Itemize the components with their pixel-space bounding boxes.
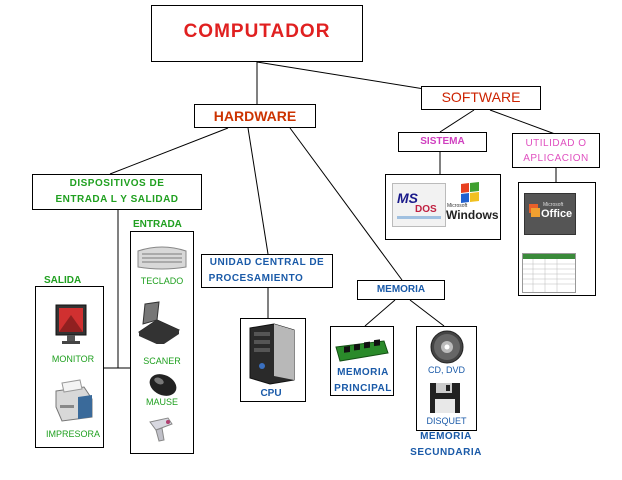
entrada-item-teclado: TECLADO <box>140 276 184 286</box>
ucp-box <box>201 254 333 288</box>
salida-heading: SALIDA <box>44 275 82 286</box>
floppy-disk-icon <box>428 381 462 420</box>
ucp-line2: PROCESAMIENTO <box>208 273 304 284</box>
line-software-utilidad <box>489 109 556 135</box>
memoria-principal-line2: PRINCIPAL <box>334 383 392 394</box>
entrada-item-scaner: SCANER <box>143 356 181 366</box>
scanner-icon <box>135 300 183 349</box>
windows-small-text: Microsoft <box>447 203 468 209</box>
utilidad-line1: UTILIDAD O <box>525 138 587 149</box>
memoria-label: MEMORIA <box>376 284 426 295</box>
line-hardware-dispositivos <box>109 127 229 175</box>
windows-logo-icon: Microsoft Windows <box>446 180 499 224</box>
msdos-logo-text-2: DOS <box>415 204 437 215</box>
msdos-logo-icon: MS DOS <box>392 183 446 227</box>
utilidad-line2: APLICACION <box>523 153 589 164</box>
office-logo-text: Office <box>541 208 573 220</box>
line-hardware-ucp <box>247 127 269 255</box>
office-small-text: Microsoft <box>543 202 564 208</box>
printer-icon <box>48 377 98 428</box>
barcode-reader-icon <box>148 416 176 447</box>
line-memoria-secundaria <box>409 299 445 327</box>
dispositivos-line2: ENTRADA L Y SALIDAD <box>55 194 179 205</box>
salida-item-monitor: MONITOR <box>51 354 95 364</box>
memoria-secundaria-line2: SECUNDARIA <box>410 447 482 458</box>
memoria-principal-line1: MEMORIA <box>337 367 389 378</box>
cpu-label: CPU <box>260 388 282 399</box>
line-software-sistema <box>439 109 475 133</box>
dispositivos-box <box>32 174 202 210</box>
ram-module-icon <box>334 339 390 368</box>
line-memoria-principal <box>364 299 396 327</box>
monitor-icon <box>53 303 91 352</box>
msdos-logo-text-1: MS <box>397 190 418 206</box>
cd-icon <box>429 329 465 370</box>
secundaria-item-disquet: DISQUET <box>426 416 467 426</box>
entrada-item-mause: MAUSE <box>145 397 178 407</box>
entrada-heading: ENTRADA <box>133 219 182 230</box>
hardware-box <box>194 104 316 128</box>
utilidad-box <box>512 133 600 168</box>
sistema-box <box>398 132 487 152</box>
software-label: SOFTWARE <box>441 89 521 105</box>
line-hardware-memoria <box>289 127 403 281</box>
cpu-tower-icon <box>246 322 298 391</box>
sistema-label: SISTEMA <box>420 136 465 147</box>
ucp-line1: UNIDAD CENTRAL DE <box>209 257 325 268</box>
computador-box <box>151 5 363 62</box>
salida-box <box>35 286 104 448</box>
office-logo-icon: Microsoft Office <box>524 193 576 235</box>
hardware-label: HARDWARE <box>213 108 297 124</box>
spreadsheet-icon <box>522 253 576 293</box>
secundaria-item-cd: CD, DVD <box>427 365 465 375</box>
dispositivos-line1: DISPOSITIVOS DE <box>69 178 165 189</box>
windows-logo-text: Windows <box>446 208 499 222</box>
memoria-box <box>357 280 445 300</box>
salida-item-impresora: IMPRESORA <box>45 429 100 439</box>
software-box <box>421 86 541 110</box>
mouse-icon <box>145 370 181 403</box>
computador-title: COMPUTADOR <box>183 21 331 42</box>
keyboard-icon <box>136 243 188 276</box>
memoria-secundaria-line1: MEMORIA <box>420 431 472 442</box>
